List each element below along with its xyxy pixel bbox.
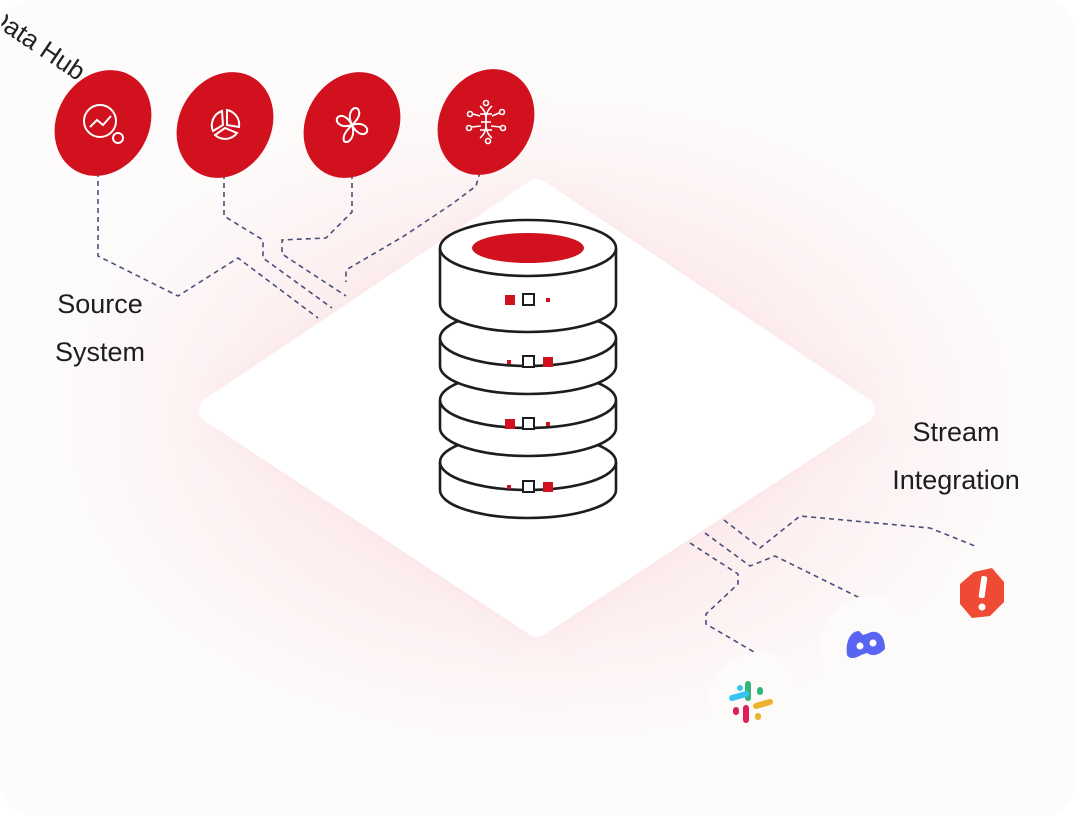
fan-icon bbox=[303, 72, 401, 178]
source-system-label-line1: Source bbox=[57, 289, 143, 319]
stream-integration-label-line2: Integration bbox=[892, 465, 1020, 495]
connector-source-3 bbox=[281, 174, 353, 297]
network-dna-icon bbox=[437, 69, 535, 175]
source-system-label-line2: System bbox=[54, 337, 146, 367]
discord-icon bbox=[818, 594, 912, 696]
connector-source-1 bbox=[97, 172, 319, 319]
connector-stream-slack bbox=[689, 542, 755, 653]
connector-stream-discord bbox=[704, 532, 861, 599]
database-stack bbox=[438, 218, 618, 520]
connector-source-4 bbox=[345, 171, 481, 282]
connector-lines bbox=[97, 171, 981, 653]
indicator-lights bbox=[505, 293, 553, 493]
stream-integration-label: Stream Integration bbox=[866, 408, 1046, 504]
pie-chart-icon bbox=[176, 72, 274, 178]
connector-source-2 bbox=[223, 174, 333, 309]
stream-integration-label-line1: Stream bbox=[912, 417, 1000, 447]
database-top-disc bbox=[472, 233, 584, 263]
alert-icon bbox=[935, 543, 1029, 645]
stream-icons bbox=[705, 543, 1029, 753]
source-system-label: Source System bbox=[30, 280, 170, 376]
slack-icon bbox=[705, 651, 799, 753]
database-layer-1 bbox=[438, 218, 618, 334]
analytics-search-icon bbox=[54, 70, 152, 176]
source-icons bbox=[54, 69, 535, 178]
connector-stream-alert bbox=[723, 515, 981, 550]
